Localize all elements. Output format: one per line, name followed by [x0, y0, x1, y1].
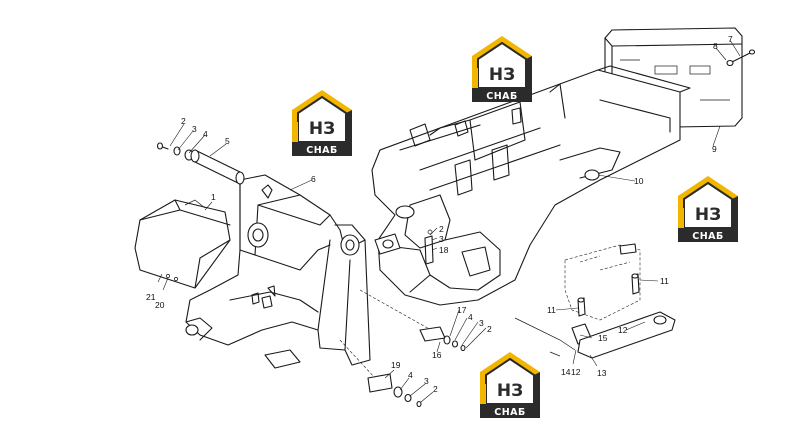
counterweight-bolt [726, 49, 756, 67]
callout-4-low: 4 [408, 370, 413, 380]
callout-18: 18 [439, 245, 449, 255]
callout-11-right: 11 [660, 276, 669, 286]
callout-2-mid: 2 [439, 224, 444, 234]
callout-11-left: 11 [547, 305, 556, 315]
callout-19: 19 [391, 360, 401, 370]
watermark-logo-2: НЗ СНАБ [291, 89, 353, 157]
callout-6: 6 [311, 174, 316, 184]
callout-12-right: 12 [618, 325, 628, 335]
callout-12-left: 12 [571, 367, 581, 377]
callout-15: 15 [598, 333, 608, 343]
callout-10: 10 [634, 176, 644, 186]
callout-5: 5 [225, 136, 230, 146]
callout-3-mid2: 3 [479, 318, 484, 328]
watermark-letters: НЗ [695, 205, 721, 225]
callout-2-mid2: 2 [487, 324, 492, 334]
callout-17: 17 [457, 305, 467, 315]
callout-21: 21 [146, 292, 156, 302]
rear-frame [371, 65, 691, 306]
callout-14: 14 [561, 367, 571, 377]
callout-9: 9 [712, 144, 717, 154]
watermark-label: СНАБ [486, 91, 518, 102]
pin-assembly-upper [156, 142, 245, 185]
watermark-letters: НЗ [309, 119, 335, 139]
callout-8: 8 [713, 41, 718, 51]
watermark-label: СНАБ [494, 407, 526, 418]
callout-2: 2 [181, 116, 186, 126]
callout-20: 20 [155, 300, 165, 310]
watermark-logo-3: НЗ СНАБ [677, 175, 739, 243]
pin-assembly-lower [339, 339, 422, 408]
callout-3: 3 [192, 124, 197, 134]
callout-2-low: 2 [433, 384, 438, 394]
callout-1: 1 [211, 192, 216, 202]
callout-7: 7 [728, 34, 733, 44]
pin-assembly-middle [359, 229, 466, 352]
watermark-letters: НЗ [489, 65, 515, 85]
callout-3-mid: 3 [439, 234, 444, 244]
front-frame [185, 174, 371, 369]
watermark-label: СНАБ [306, 145, 338, 156]
articulation-lock-detail [514, 243, 676, 359]
watermark-letters: НЗ [497, 381, 523, 401]
callout-numbers: 1 2 3 4 5 6 7 8 9 10 2 3 18 11 11 12 15 … [146, 34, 733, 394]
callout-4-mid: 4 [468, 312, 473, 322]
callout-13: 13 [597, 368, 607, 378]
fender-cover [134, 199, 231, 289]
callout-16: 16 [432, 350, 442, 360]
callout-4: 4 [203, 129, 208, 139]
watermark-logo-1: НЗ СНАБ [471, 35, 533, 103]
watermark-logo-4: НЗ СНАБ [479, 351, 541, 419]
leader-lines [157, 39, 741, 403]
callout-3-low: 3 [424, 376, 429, 386]
watermark-label: СНАБ [692, 231, 724, 242]
